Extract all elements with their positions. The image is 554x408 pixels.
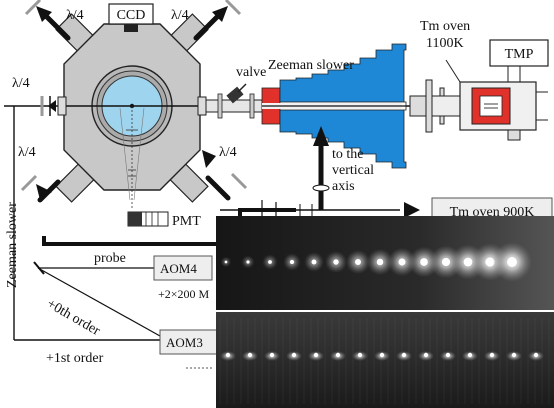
zeeman-slower-vertical-label: Zeeman slower	[5, 202, 20, 288]
spots-bottom	[220, 351, 544, 361]
zeroth-order-label: +0th order	[44, 296, 103, 339]
fluorescence-spot	[485, 257, 495, 267]
fluorescence-spot	[511, 352, 517, 358]
zeeman-slower-beam-left	[13, 106, 160, 341]
fluorescence-spot	[311, 259, 317, 265]
aom-branch	[33, 261, 161, 337]
fluorescence-spot	[398, 258, 406, 266]
first-order-label: +1st order	[46, 351, 104, 366]
laser-arrowhead-right	[404, 202, 420, 218]
beamline: valve	[205, 65, 266, 119]
spots-top	[220, 242, 532, 282]
qwp-plates	[20, 0, 248, 192]
fluorescence-spot	[507, 257, 517, 267]
zeeman-slower	[261, 43, 407, 169]
qwp-label-top-left: λ/4	[66, 8, 84, 23]
fluorescence-spot	[313, 352, 319, 358]
fluorescence-spot	[268, 260, 272, 264]
qwp-label-bottom-left: λ/4	[18, 145, 36, 160]
aom4-frequency: +2×200 M	[158, 287, 210, 301]
fluorescence-spot	[376, 258, 384, 266]
pmt: PMT	[127, 211, 201, 229]
fluorescence-spot	[291, 352, 297, 358]
fluorescence-spot	[225, 352, 231, 358]
tm-oven-hot-temp: 1100K	[426, 36, 464, 51]
fluorescence-spot	[379, 352, 385, 358]
streaks-bottom	[219, 318, 550, 404]
tmp-pump: TMP	[489, 39, 549, 67]
image-strip-bottom	[216, 312, 554, 408]
fluorescence-spot	[335, 352, 341, 358]
qwp-label-left: λ/4	[12, 76, 30, 91]
aom4-label: AOM4	[160, 261, 197, 276]
tmp-label: TMP	[505, 47, 534, 62]
aom3: AOM3	[159, 329, 219, 355]
valve-label: valve	[236, 65, 266, 80]
fluorescence-spot	[533, 352, 539, 358]
zeeman-slower-label: Zeeman slower	[268, 58, 354, 73]
ccd-camera: CCD	[108, 3, 154, 32]
fluorescence-spot	[489, 352, 495, 358]
image-strip-top	[216, 216, 554, 310]
fluorescence-spot	[224, 260, 228, 264]
vertical-axis-label-2: vertical	[332, 163, 374, 178]
fluorescence-spot	[269, 352, 275, 358]
vacuum-chamber	[4, 13, 460, 210]
fluorescence-spot	[333, 259, 339, 265]
fluorescence-spot	[246, 260, 250, 264]
aom3-label: AOM3	[166, 335, 203, 350]
fluorescence-spot	[357, 352, 363, 358]
fluorescence-spot	[401, 352, 407, 358]
vertical-axis-path: to the vertical axis	[312, 126, 374, 210]
vertical-axis-label-1: to the	[332, 147, 364, 162]
fluorescence-spot	[467, 352, 473, 358]
fluorescence-spot	[441, 257, 451, 267]
tm-oven-hot: Tm oven 1100K	[420, 19, 548, 141]
aom4: AOM4	[153, 255, 213, 281]
probe-label: probe	[94, 251, 126, 266]
pmt-label: PMT	[172, 214, 201, 229]
fluorescence-spot	[354, 258, 362, 266]
ccd-label: CCD	[117, 8, 146, 23]
tm-oven-hot-label: Tm oven	[420, 19, 470, 34]
mot-beam-arrowheads	[36, 6, 228, 200]
qwp-label-bottom-right: λ/4	[219, 145, 237, 160]
valve	[226, 83, 247, 104]
vertical-axis-label-3: axis	[332, 179, 355, 194]
fluorescence-spot	[289, 259, 295, 265]
laser-arrowhead-left	[48, 100, 56, 112]
flanges	[409, 79, 461, 133]
qwp-label-top-right: λ/4	[171, 8, 189, 23]
fluorescence-spot	[247, 352, 253, 358]
fluorescence-spot	[445, 352, 451, 358]
fluorescence-spot	[463, 257, 473, 267]
fluorescence-spot	[423, 352, 429, 358]
fluorescence-spot	[420, 258, 428, 266]
